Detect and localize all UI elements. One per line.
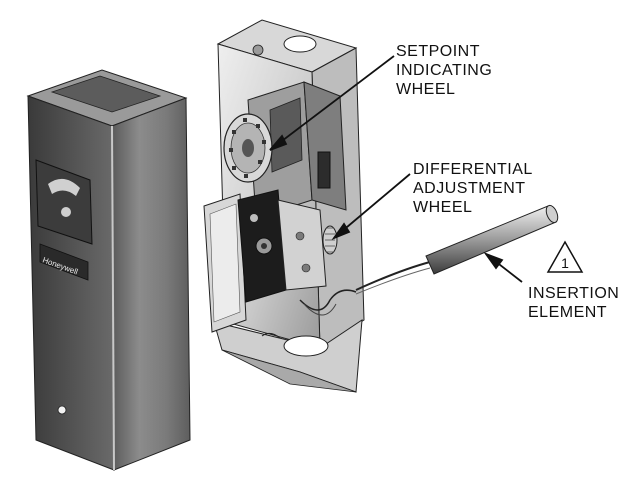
differential-callout-label: DIFFERENTIAL ADJUSTMENT WHEEL — [413, 160, 533, 217]
insertion-element — [355, 204, 559, 295]
insertion-callout-line: INSERTION — [528, 285, 620, 302]
differential-adjustment-wheel — [322, 225, 338, 255]
insertion-arrowhead-icon — [483, 252, 504, 270]
insertion-callout-label: INSERTION ELEMENT — [528, 284, 619, 322]
warning-triangle-icon: 1 — [546, 240, 584, 273]
differential-arrowhead-icon — [331, 222, 351, 240]
differential-callout-line: DIFFERENTIAL — [413, 161, 533, 178]
setpoint-arrowhead-icon — [269, 134, 288, 151]
cover: Honeywell — [26, 69, 191, 471]
leader-lines — [269, 55, 523, 283]
note-marker-number: 1 — [561, 255, 569, 271]
differential-callout-line: WHEEL — [413, 199, 473, 216]
setpoint-callout-line: WHEEL — [396, 81, 456, 98]
insertion-callout-line: ELEMENT — [528, 304, 608, 321]
differential-callout-line: ADJUSTMENT — [413, 180, 526, 197]
setpoint-indicating-wheel — [223, 113, 273, 183]
setpoint-callout-label: SETPOINT INDICATING WHEEL — [396, 42, 492, 99]
switch-mechanism — [223, 81, 357, 316]
setpoint-leader-line — [269, 55, 395, 151]
cover-window-dial-icon — [48, 178, 80, 196]
setpoint-callout-line: SETPOINT — [396, 43, 481, 60]
setpoint-callout-line: INDICATING — [396, 62, 493, 79]
